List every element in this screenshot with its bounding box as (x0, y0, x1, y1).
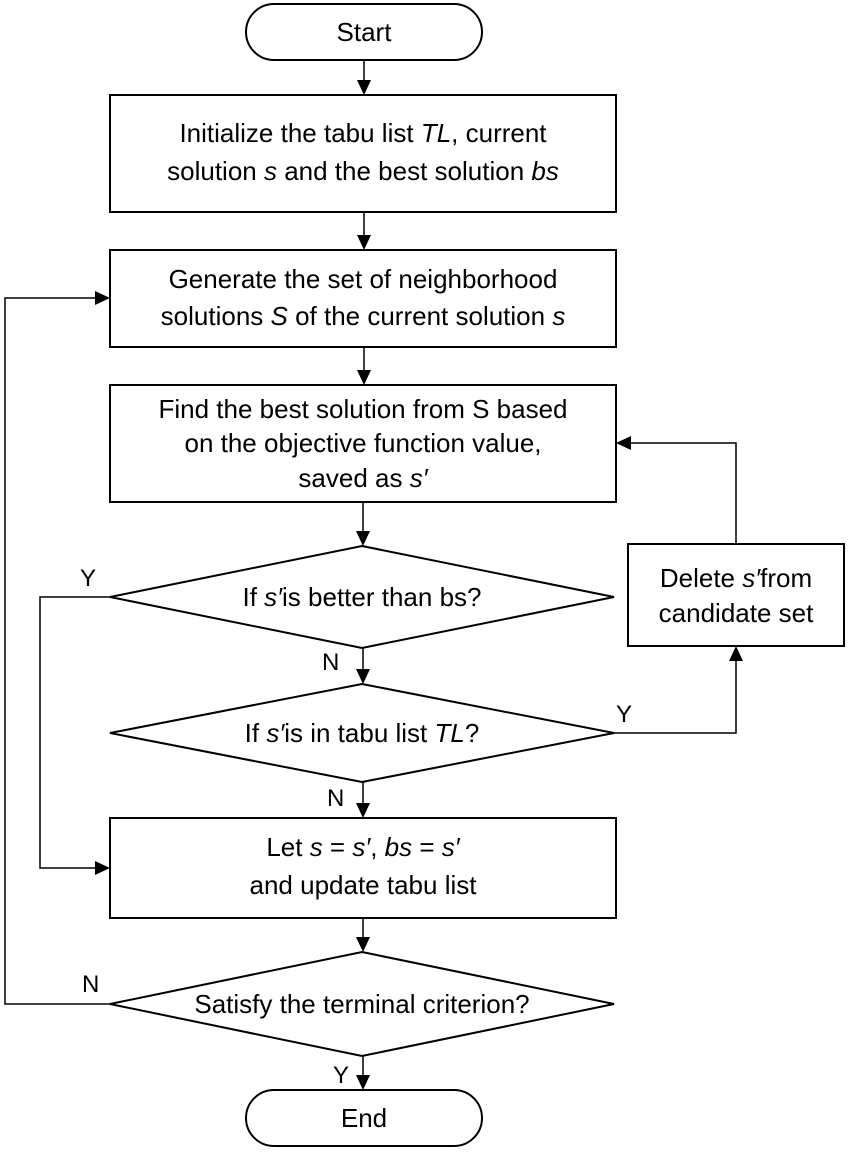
delete-text-1c: from (760, 563, 812, 593)
update-text-1b: s (310, 832, 323, 862)
arrowhead-tabu-no (356, 803, 370, 818)
update-text-line1: Let s = s′, bs = s′ (266, 832, 460, 862)
decision-better-a: If (242, 582, 264, 612)
decision-tabu-e: ? (465, 718, 479, 748)
generate-text-2b: S (271, 301, 289, 331)
delete-box (627, 543, 845, 647)
arrowhead-tabu-yes (729, 646, 743, 661)
init-text-line1: Initialize the tabu list TL, current (179, 118, 547, 148)
arrow-better-yes (39, 596, 110, 869)
find-text-line2: on the objective function value, (184, 428, 541, 458)
delete-text-line2: candidate set (659, 598, 814, 628)
update-text-1a: Let (266, 832, 309, 862)
update-text-line2: and update tabu list (250, 870, 478, 900)
decision-better (109, 544, 615, 650)
find-text-3a: saved as (298, 463, 409, 493)
start-label: Start (337, 17, 393, 47)
init-text-1c: , current (451, 118, 547, 148)
delete-text-1b: s′ (742, 563, 761, 593)
find-text-line3: saved as s′ (298, 463, 428, 493)
decision-tabu-b: s′ (266, 718, 285, 748)
decision-terminal (109, 950, 615, 1058)
arrowhead-init-to-generate (357, 235, 371, 250)
init-text-1a: Initialize the tabu list (179, 118, 420, 148)
init-text-2d: bs (531, 156, 558, 186)
update-text-1f: bs (385, 832, 412, 862)
arrowhead-start-to-init (357, 80, 371, 95)
arrowhead-find-to-better (356, 531, 370, 546)
arrowhead-delete-to-find (616, 436, 631, 450)
init-text-1b: TL (421, 118, 451, 148)
arrowhead-generate-to-find (357, 370, 371, 385)
label-better-no: N (322, 649, 339, 676)
label-terminal-no: N (82, 971, 99, 998)
generate-text-line2: solutions S of the current solution s (161, 301, 566, 331)
end-label: End (341, 1103, 387, 1133)
update-text-1h: s′ (442, 832, 461, 862)
generate-text-2c: of the current solution (288, 301, 552, 331)
decision-better-b: s′ (264, 582, 283, 612)
update-text-1c: = (323, 832, 353, 862)
update-text-1d: s′ (352, 832, 371, 862)
init-text-2a: solution (167, 156, 264, 186)
arrowhead-better-yes (95, 861, 110, 875)
generate-box (109, 249, 617, 348)
arrow-terminal-no (4, 297, 110, 1005)
init-box (109, 94, 617, 213)
find-box (109, 384, 617, 503)
find-text-line1: Find the best solution from S based (158, 394, 567, 424)
decision-tabu-text: If s′is in tabu list TL? (245, 718, 480, 748)
decision-tabu-a: If (245, 718, 267, 748)
label-tabu-yes: Y (616, 701, 632, 728)
decision-better-c: is better than bs? (282, 582, 481, 612)
generate-text-2a: solutions (161, 301, 271, 331)
update-text-1g: = (412, 832, 442, 862)
label-tabu-no: N (327, 785, 344, 812)
end-terminal (245, 1089, 483, 1147)
decision-tabu-c: is in tabu list (284, 718, 434, 748)
arrow-tabu-yes (614, 661, 737, 734)
delete-text-line1: Delete s′from (660, 563, 812, 593)
decision-tabu-d: TL (435, 718, 465, 748)
init-text-2c: and the best solution (277, 156, 531, 186)
label-terminal-yes: Y (333, 1062, 349, 1089)
decision-tabu (109, 682, 615, 784)
label-better-yes: Y (80, 565, 96, 592)
generate-text-line1: Generate the set of neighborhood (169, 264, 558, 294)
delete-text-1a: Delete (660, 563, 742, 593)
init-text-line2: solution s and the best solution bs (167, 156, 559, 186)
arrow-delete-to-find (631, 442, 737, 544)
arrowhead-terminal-yes (356, 1075, 370, 1090)
arrowhead-update-to-terminal (356, 937, 370, 952)
arrowhead-better-no (356, 669, 370, 684)
arrowhead-terminal-no (95, 291, 110, 305)
decision-better-text: If s′is better than bs? (242, 582, 481, 612)
decision-terminal-text: Satisfy the terminal criterion? (194, 989, 529, 1019)
update-text-1e: , (370, 832, 384, 862)
find-text-3b: s′ (410, 463, 429, 493)
init-text-2b: s (264, 156, 277, 186)
generate-text-2d: s (552, 301, 565, 331)
